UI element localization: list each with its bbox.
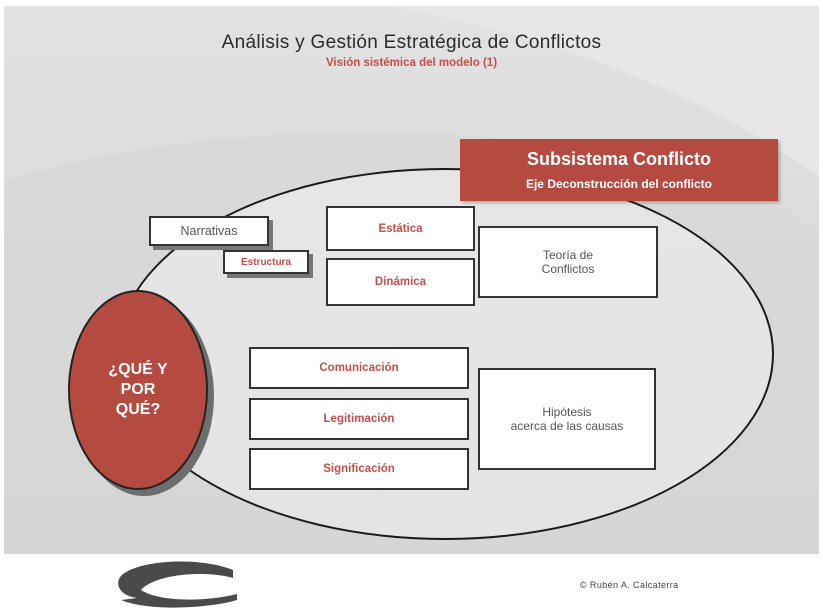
estatica-box: Estática [326, 206, 475, 251]
logo-icon [118, 561, 237, 608]
copyright-text: © Rubén A. Calcaterra [580, 580, 679, 590]
legitimacion-box: Legitimación [249, 398, 469, 440]
subsystem-header: Subsistema Conflicto Eje Deconstrucción … [460, 139, 778, 201]
hipotesis-box: Hipótesis acerca de las causas [478, 368, 656, 470]
slide-title: Análisis y Gestión Estratégica de Confli… [221, 32, 602, 53]
narrativas-box: Narrativas [149, 216, 269, 246]
slide-subtitle: Visión sistémica del modelo (1) [325, 57, 498, 69]
significacion-box: Significación [249, 448, 469, 490]
subsystem-axis: Eje Deconstrucción del conflicto [525, 177, 713, 191]
teoria-conflictos-box: Teoría de Conflictos [478, 226, 658, 298]
comunicacion-box: Comunicación [249, 347, 469, 389]
estructura-box: Estructura [223, 250, 309, 274]
subsystem-title: Subsistema Conflicto [526, 149, 712, 169]
dinamica-box: Dinámica [326, 258, 475, 306]
question-circle: ¿QUÉ Y POR QUÉ? [68, 290, 208, 490]
question-text: ¿QUÉ Y POR QUÉ? [108, 361, 168, 418]
